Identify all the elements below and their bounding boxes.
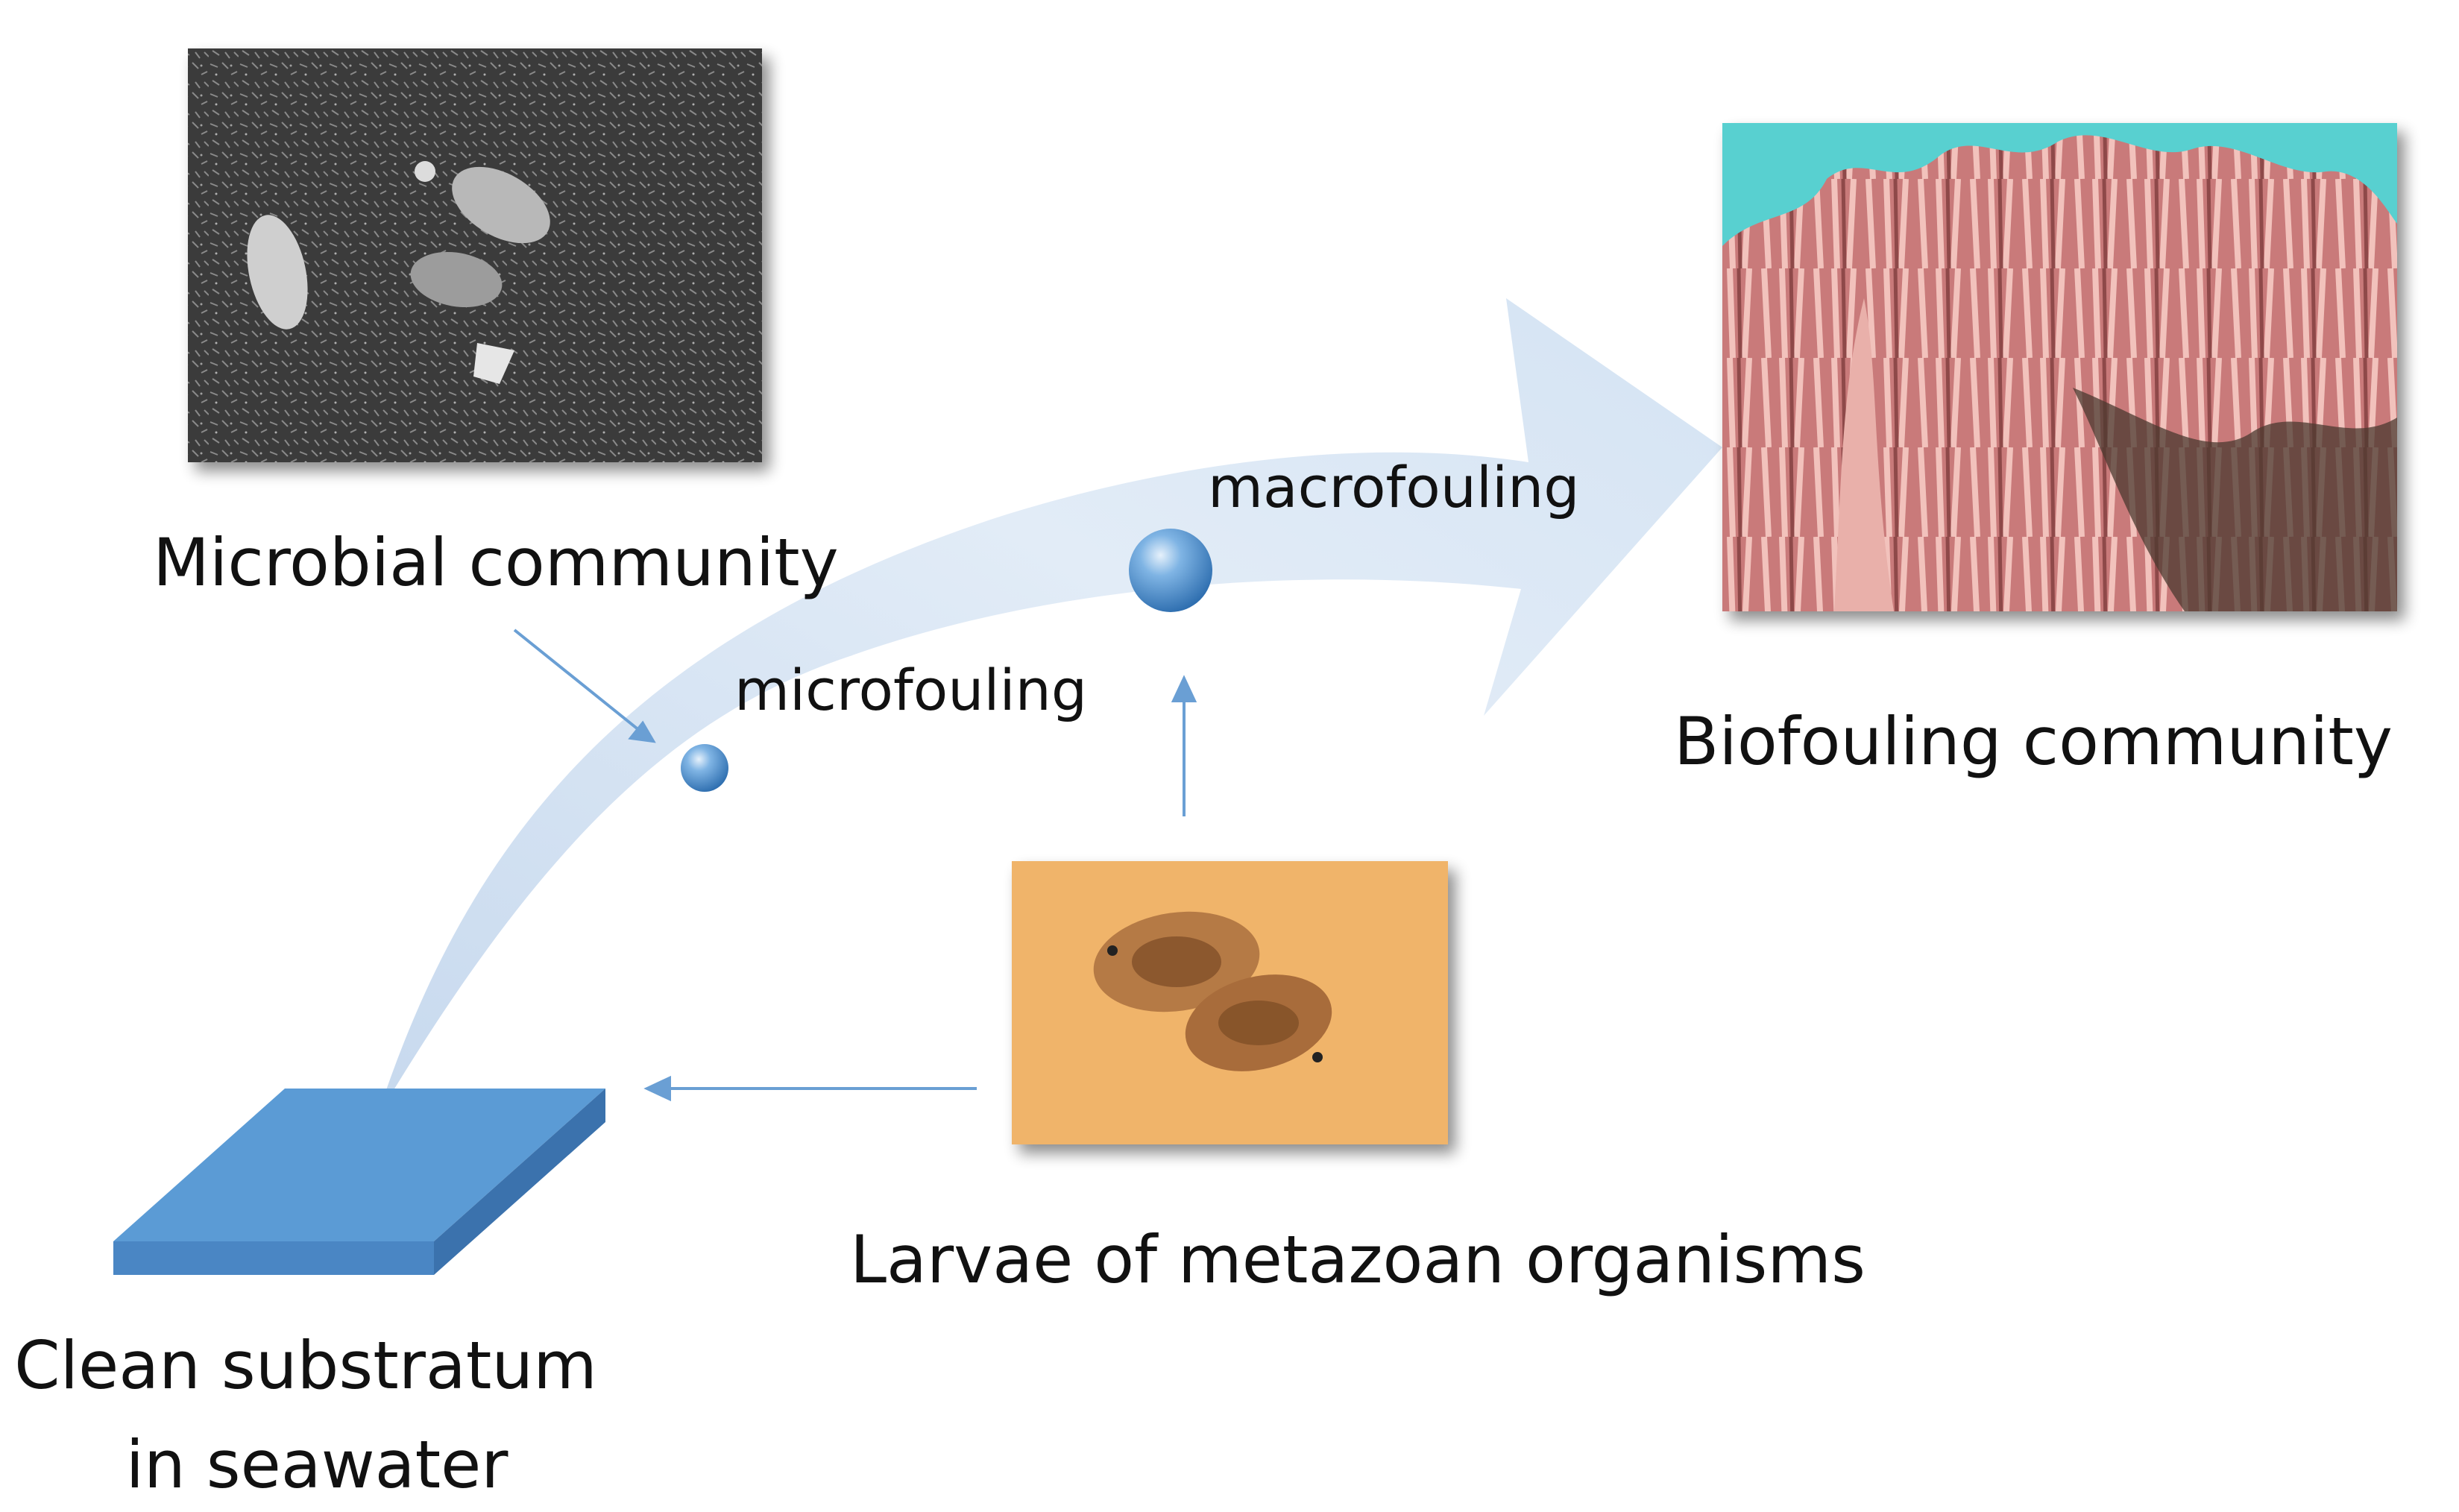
growth-arrow [377, 298, 1722, 1118]
microbial-connector-head [628, 720, 656, 743]
substratum-label-line1: Clean substratum [14, 1327, 597, 1404]
microbial-connector [513, 629, 641, 732]
larvae-label: Larvae of metazoan organisms [850, 1221, 1865, 1298]
microfouling-sphere [681, 744, 728, 792]
macrofouling-sphere [1129, 529, 1212, 612]
substratum-slab [113, 1089, 605, 1275]
larvae-photo [1012, 861, 1448, 1144]
microbial-photo [188, 48, 762, 462]
substratum-label-line2: in seawater [126, 1426, 509, 1503]
microbial-label: Microbial community [153, 524, 839, 601]
biofouling-label: Biofouling community [1674, 703, 2393, 780]
larvae-up-connector-head [1171, 675, 1197, 702]
larvae-left-connector-head [643, 1075, 671, 1102]
macrofouling-label: macrofouling [1208, 454, 1580, 520]
microfouling-label: microfouling [734, 657, 1087, 723]
biofouling-photo [1722, 123, 2397, 611]
